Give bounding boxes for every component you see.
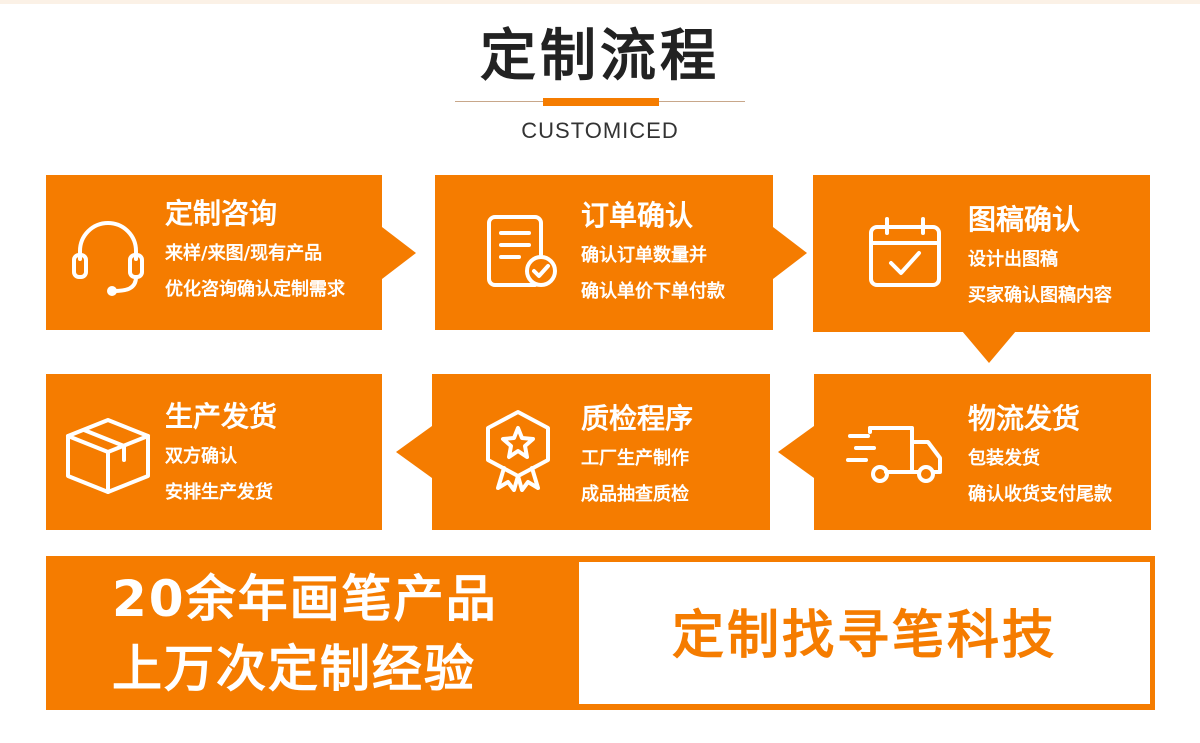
top-decor-strip bbox=[0, 0, 1200, 4]
step-title: 物流发货 bbox=[968, 402, 1081, 435]
banner-line2: 上万次定制经验 bbox=[112, 640, 476, 698]
flow-arrow-right bbox=[773, 227, 807, 279]
flow-arrow-left bbox=[778, 426, 814, 478]
step-desc-line1: 双方确认 bbox=[165, 446, 237, 467]
step-desc-line1: 设计出图稿 bbox=[968, 249, 1058, 270]
step-consultation: 定制咨询 来样/来图/现有产品 优化咨询确认定制需求 bbox=[46, 175, 382, 330]
step-desc-line2: 买家确认图稿内容 bbox=[968, 285, 1112, 306]
step-order-confirm: 订单确认 确认订单数量并 确认单价下单付款 bbox=[435, 175, 773, 330]
step-title: 生产发货 bbox=[165, 400, 278, 433]
step-design-confirm: 图稿确认 设计出图稿 买家确认图稿内容 bbox=[813, 175, 1150, 332]
flow-arrow-down bbox=[962, 331, 1016, 363]
step-logistics: 物流发货 包装发货 确认收货支付尾款 bbox=[814, 374, 1151, 530]
step-title: 定制咨询 bbox=[165, 197, 278, 230]
step-desc-line2: 确认单价下单付款 bbox=[581, 281, 725, 302]
flow-arrow-left bbox=[396, 426, 432, 478]
page-title: 定制流程 bbox=[480, 24, 720, 89]
headset-icon bbox=[68, 215, 148, 301]
delivery-truck-icon bbox=[846, 420, 946, 494]
package-box-icon bbox=[62, 412, 154, 500]
step-desc-line1: 确认订单数量并 bbox=[581, 245, 707, 266]
bottom-banner: 20余年画笔产品 上万次定制经验 定制找寻笔科技 bbox=[46, 556, 1155, 710]
step-desc-line2: 优化咨询确认定制需求 bbox=[165, 279, 345, 300]
step-production: 生产发货 双方确认 安排生产发货 bbox=[46, 374, 382, 530]
slogan-panel: 定制找寻笔科技 bbox=[579, 562, 1150, 704]
step-title: 质检程序 bbox=[581, 402, 694, 435]
step-desc-line2: 确认收货支付尾款 bbox=[968, 484, 1112, 505]
banner-slogan: 定制找寻笔科技 bbox=[671, 606, 1057, 666]
document-check-icon bbox=[483, 211, 563, 297]
step-desc-line2: 成品抽查质检 bbox=[581, 484, 689, 505]
flow-arrow-right bbox=[382, 227, 416, 279]
title-accent-bar bbox=[543, 98, 659, 106]
step-desc-line1: 包装发货 bbox=[968, 448, 1040, 469]
step-quality-check: 质检程序 工厂生产制作 成品抽查质检 bbox=[432, 374, 770, 530]
step-desc-line1: 工厂生产制作 bbox=[581, 448, 689, 469]
banner-line1: 20余年画笔产品 bbox=[112, 570, 498, 628]
page-subtitle: CUSTOMICED bbox=[521, 118, 679, 143]
step-desc-line2: 安排生产发货 bbox=[165, 482, 273, 503]
step-desc-line1: 来样/来图/现有产品 bbox=[165, 243, 323, 264]
step-title: 订单确认 bbox=[581, 199, 694, 232]
calendar-check-icon bbox=[865, 215, 945, 295]
step-title: 图稿确认 bbox=[968, 203, 1081, 236]
quality-badge-icon bbox=[476, 408, 560, 496]
